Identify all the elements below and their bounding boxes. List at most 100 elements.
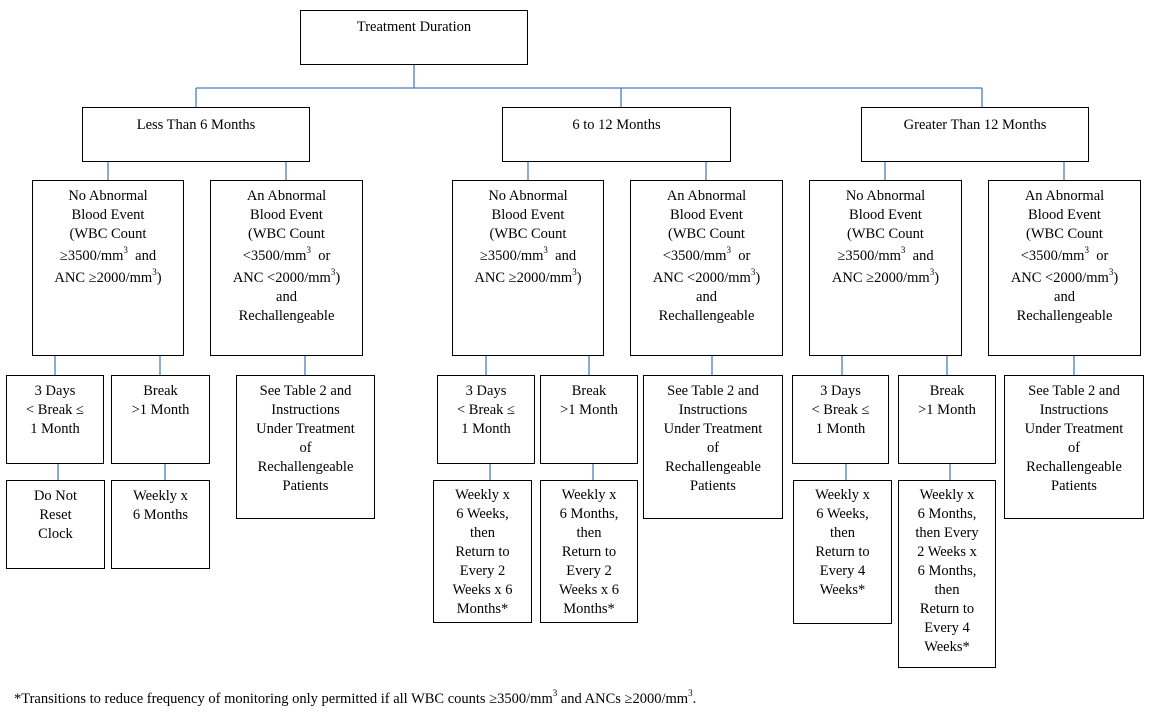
box-line: Blood Event — [670, 207, 743, 223]
box-line: Blood Event — [71, 207, 145, 223]
long-break-result-box: Weekly x 6 Months — [111, 480, 210, 569]
box-line: Blood Event — [1028, 207, 1101, 223]
box-line: then — [470, 525, 495, 541]
connector-word: and — [135, 248, 157, 264]
footnote-text: and ANCs ≥2000/mm — [557, 691, 689, 707]
box-line: of — [1067, 440, 1081, 456]
short-break-box: 3 Days < Break ≤ 1 Month — [437, 375, 535, 464]
box-line: ≥3500/mm3 and — [33, 245, 183, 266]
superscript: 3 — [688, 688, 693, 698]
box-line: Under Treatment — [256, 421, 355, 437]
box-line: (WBC Count — [69, 226, 147, 242]
box-line: < Break ≤ — [25, 402, 84, 418]
see-table-box: See Table 2 and Instructions Under Treat… — [236, 375, 375, 519]
box-line: 6 Months, — [559, 506, 619, 522]
short-break-box: 3 Days < Break ≤ 1 Month — [6, 375, 104, 464]
no-abnormal-event-box: No Abnormal Blood Event (WBC Count ≥3500… — [452, 180, 604, 356]
box-line: then — [934, 582, 960, 598]
close-paren: ) — [934, 270, 940, 286]
box-line: Patients — [1051, 478, 1097, 494]
box-line: < Break ≤ — [456, 402, 515, 418]
box-line: then — [576, 525, 602, 541]
abnormal-event-box: An Abnormal Blood Event (WBC Count <3500… — [630, 180, 783, 356]
superscript: 3 — [1108, 267, 1114, 277]
wbc-threshold: ≥3500/mm — [837, 248, 901, 264]
superscript: 3 — [152, 267, 157, 277]
box-line: >1 Month — [918, 402, 976, 418]
close-paren: ) — [576, 270, 582, 286]
close-paren: ) — [335, 270, 341, 286]
connector-word: or — [738, 248, 751, 264]
box-line: Break — [929, 383, 965, 399]
box-line: See Table 2 and — [667, 383, 759, 399]
anc-threshold: ANC ≥2000/mm — [831, 270, 930, 286]
box-line: ANC ≥2000/mm3) — [33, 267, 183, 288]
box-line: Under Treatment — [1024, 421, 1124, 437]
box-line: Reset — [39, 507, 72, 523]
wbc-threshold: ≥3500/mm — [59, 248, 124, 264]
category-label: Less Than 6 Months — [136, 117, 256, 133]
box-line: Instructions — [678, 402, 748, 418]
long-break-result-box: Weekly x 6 Months, then Return to Every … — [540, 480, 638, 623]
box-line: See Table 2 and — [1028, 383, 1120, 399]
short-break-result-box: Do Not Reset Clock — [6, 480, 105, 569]
connector-word: or — [318, 248, 331, 264]
box-line: Every 4 — [819, 563, 866, 579]
connector-word: and — [555, 248, 577, 264]
category-label: 6 to 12 Months — [572, 117, 661, 133]
box-line: Blood Event — [491, 207, 565, 223]
box-line: Instructions — [1039, 402, 1109, 418]
superscript: 3 — [900, 245, 906, 255]
box-line: Patients — [690, 478, 736, 494]
connector-word: or — [1096, 248, 1109, 264]
superscript: 3 — [552, 688, 558, 698]
wbc-threshold: ≥3500/mm — [479, 248, 544, 264]
box-line: Weeks x 6 — [452, 582, 513, 598]
box-line: Do Not — [33, 488, 78, 504]
box-line: >1 Month — [560, 402, 618, 418]
box-line: 6 Months — [132, 507, 189, 523]
box-line: < Break ≤ — [811, 402, 870, 418]
box-line: <3500/mm3 or — [989, 245, 1140, 266]
long-break-box: Break >1 Month — [540, 375, 638, 464]
wbc-threshold: <3500/mm — [662, 248, 727, 264]
box-line: An Abnormal — [666, 188, 747, 204]
box-line: Weeks* — [924, 639, 970, 655]
box-line: Blood Event — [849, 207, 922, 223]
box-line: Weeks x 6 — [558, 582, 620, 598]
superscript: 3 — [1084, 245, 1089, 255]
box-line: (WBC Count — [668, 226, 745, 242]
box-line: Months* — [563, 601, 615, 617]
box-line: and — [696, 289, 717, 305]
box-line: Break — [143, 383, 178, 399]
short-break-result-box: Weekly x 6 Weeks, then Return to Every 4… — [793, 480, 892, 624]
anc-threshold: ANC <2000/mm — [232, 270, 331, 286]
box-line: Patients — [282, 478, 329, 494]
category-greater-than-12-months: Greater Than 12 Months — [861, 107, 1089, 162]
box-line: 6 Months, — [917, 506, 977, 522]
box-line: Rechallengeable — [1026, 459, 1122, 475]
box-line: 3 Days — [820, 383, 861, 399]
superscript: 3 — [330, 267, 336, 277]
box-line: 3 Days — [465, 383, 507, 399]
category-6-to-12-months: 6 to 12 Months — [502, 107, 731, 162]
box-line: No Abnormal — [68, 188, 148, 204]
category-label: Greater Than 12 Months — [903, 117, 1047, 133]
close-paren: ) — [1113, 270, 1119, 286]
box-line: Rechallengeable — [1016, 308, 1113, 324]
superscript: 3 — [123, 245, 128, 255]
box-line: ≥3500/mm3 and — [810, 245, 961, 266]
box-line: ANC <2000/mm3) — [631, 268, 782, 288]
no-abnormal-event-box: No Abnormal Blood Event (WBC Count ≥3500… — [32, 180, 184, 356]
close-paren: ) — [755, 270, 761, 286]
see-table-box: See Table 2 and Instructions Under Treat… — [643, 375, 783, 519]
box-line: Months* — [456, 601, 509, 617]
box-line: Rechallengeable — [658, 308, 755, 324]
box-line: ANC ≥2000/mm3) — [453, 268, 603, 288]
box-line: <3500/mm3 or — [211, 246, 362, 266]
box-line: >1 Month — [131, 402, 190, 418]
superscript: 3 — [929, 267, 935, 277]
footnote-text: *Transitions to reduce frequency of moni… — [14, 691, 553, 707]
superscript: 3 — [726, 245, 731, 255]
